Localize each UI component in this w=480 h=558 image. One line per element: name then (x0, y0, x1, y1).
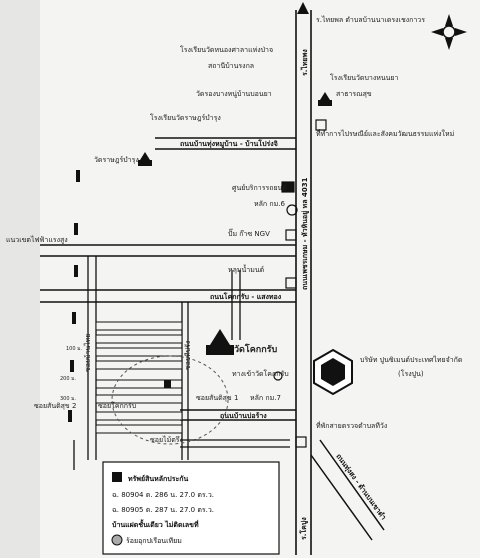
main-road-label: ถนนเพชรเกษม - หัวหินอยู่ ทล 4031 (301, 177, 310, 290)
sois (87, 256, 241, 460)
temple-icon (138, 92, 332, 355)
legend-line-3: บ้านแฝดชั้นเดียว ไม่ติดเลขที่ (112, 518, 199, 529)
service-label: ศูนย์บริการรถยนต์ (232, 184, 287, 192)
north-arrow-icon (297, 2, 309, 14)
legend-title: ทรัพย์สินหลักประกัน (128, 474, 188, 483)
legend-box (102, 461, 280, 555)
school-3-label: โรงเรียนวัดราษฎร์บำรุง (150, 113, 221, 122)
company-sub-label: (โรงปูน) (398, 369, 424, 378)
distance-1-label: 100 ม. (66, 346, 82, 352)
soi-5-label: ซอยสันติสุข 1 (196, 394, 238, 402)
company-label: บริษัท ปูนซิเมนต์ประเทศไทยจำกัด (360, 355, 462, 364)
school-2-sub-label: สาธารณสุข (336, 90, 372, 98)
ngv-label: ปั๊ม ก๊าซ NGV (228, 228, 270, 238)
temple-3-label: วัดโคกกรับ (234, 343, 277, 355)
distance-2-label: 200 ม. (60, 376, 76, 382)
police-label: ที่พักสายตรวจตำบลทีวัง (316, 421, 387, 430)
office-1-label: ที่ทำการไปรษณีย์และสังคมวัฒนธรรมแห่งใหม่ (316, 129, 454, 138)
bottom-roads (73, 439, 290, 470)
misc-icons (273, 119, 327, 448)
utility-poles (68, 170, 80, 422)
radius-circle (111, 355, 229, 445)
subject-property-marker (164, 380, 171, 388)
school-1-label: โรงเรียนวัดหนองศาลาแห่งป่าจ (180, 45, 273, 54)
mid-road-label: ถนนโคกกรับ - แสงทอง (210, 292, 282, 301)
km7-label: หลัก กม.7 (250, 394, 281, 402)
powerline-label: แนวเขตไฟฟ้าแรงสูง (6, 235, 68, 244)
legend-line-2: ฉ. 80905 ต. 287 น. 27.0 ตร.ว. (112, 506, 214, 514)
lower-road-label: ถนนบ้านบ่อร้าง (220, 411, 267, 420)
soi-6-label: ซอยสันติสุข 2 (34, 402, 76, 410)
bottom-road-label: ร.โคปูง (299, 517, 309, 540)
soi-4-label: ซอยไม้ตรึง (150, 435, 183, 444)
top-road-label: ร.ไทยพง (300, 49, 309, 76)
top-right-label: ร.ไทยพล ตำบลบ้านนาเดรงเชงกาวร (316, 15, 425, 24)
southeast-road (310, 439, 385, 541)
legend-line-4: ร้อยอุกปเรือนเทียม (126, 537, 182, 545)
temple-2-label: วัดราษฎร์บำรุง (94, 156, 139, 164)
soi-3-label: ซอยทีปรัง (184, 341, 192, 370)
powerline-road (40, 244, 296, 257)
mid-road (40, 289, 296, 303)
km6-label: หลัก กม.6 (254, 200, 285, 208)
upper-road (155, 137, 296, 150)
upper-road-label: ถนนบ้านทุ่งหมูบ้าน - บ้านโปร่งจิ (180, 139, 278, 149)
lower-road (180, 409, 296, 421)
temple-3-path-label: ทางเข้าวัดโคกกรับ (232, 369, 289, 378)
pond-label: หลุมน้ำมนต์ (228, 263, 265, 274)
compass-icon (431, 14, 467, 50)
legend-line-1: ฉ. 80904 ต. 286 น. 27.0 ตร.ว. (112, 491, 214, 499)
soi-1-label: ซอยบ้านไทย (83, 334, 92, 372)
school-2-label: โรงเรียนวัดบางหนนยา (330, 73, 399, 82)
school-1-sub-label: สถานีบ้านรงกล (208, 62, 254, 70)
company-logo-icon (313, 348, 353, 396)
distance-3-label: 300 ม. (60, 396, 76, 402)
temple-1-label: วัดรองบางหนู่บ้านบอนยา (196, 90, 272, 98)
soi-2-label: ซอยโคกกรับ (98, 401, 136, 410)
